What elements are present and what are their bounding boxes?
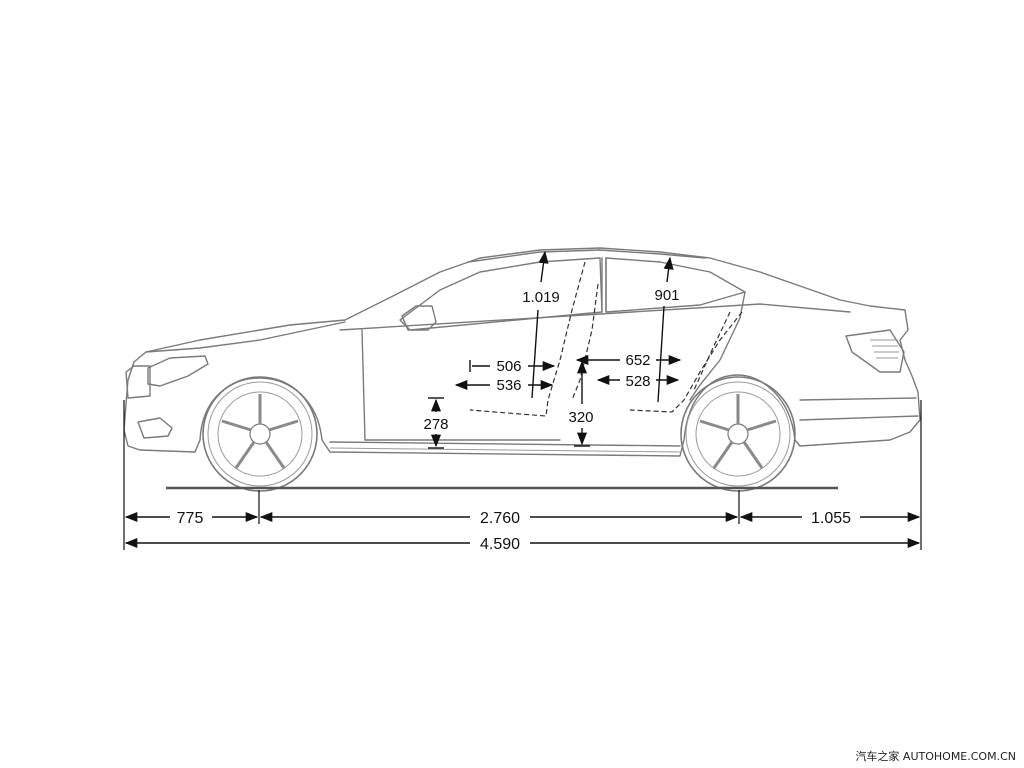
front-legroom-upper-label: 506 [496,358,521,375]
dim-front-legroom-upper: 506 [469,358,556,375]
rear-wheel [680,376,796,492]
rear-legroom-upper-label: 652 [625,352,650,369]
dim-front-seat-height: 278 [423,397,449,449]
rear-overhang-label: 1.055 [811,510,851,527]
dim-rear-overhang: 1.055 [739,510,921,527]
car-side-profile [123,247,921,492]
front-headroom-label: 1.019 [522,289,560,306]
dim-rear-seat-height: 320 [568,360,594,447]
dim-front-headroom: 1.019 [522,250,560,399]
rear-legroom-lower-label: 528 [625,373,650,390]
rear-seat-height-label: 320 [568,409,593,426]
dim-rear-legroom-lower: 528 [596,373,680,390]
front-legroom-lower-label: 536 [496,377,521,394]
dim-wheelbase: 2.760 [259,510,739,527]
front-overhang-label: 775 [177,510,204,527]
watermark: 汽车之家 AUTOHOME.COM.CN [855,750,1016,763]
rear-headroom-label: 901 [654,287,679,304]
extension-lines [123,400,922,550]
front-wheel [202,376,318,492]
dim-rear-legroom-upper: 652 [575,352,682,369]
overall-length-label: 4.590 [480,536,520,553]
dim-front-overhang: 775 [124,510,259,527]
dim-overall-length: 4.590 [124,536,921,553]
front-seat-height-label: 278 [423,416,448,433]
dim-front-legroom-lower: 536 [454,377,554,394]
wheelbase-label: 2.760 [480,510,520,527]
dim-rear-headroom: 901 [654,256,680,403]
